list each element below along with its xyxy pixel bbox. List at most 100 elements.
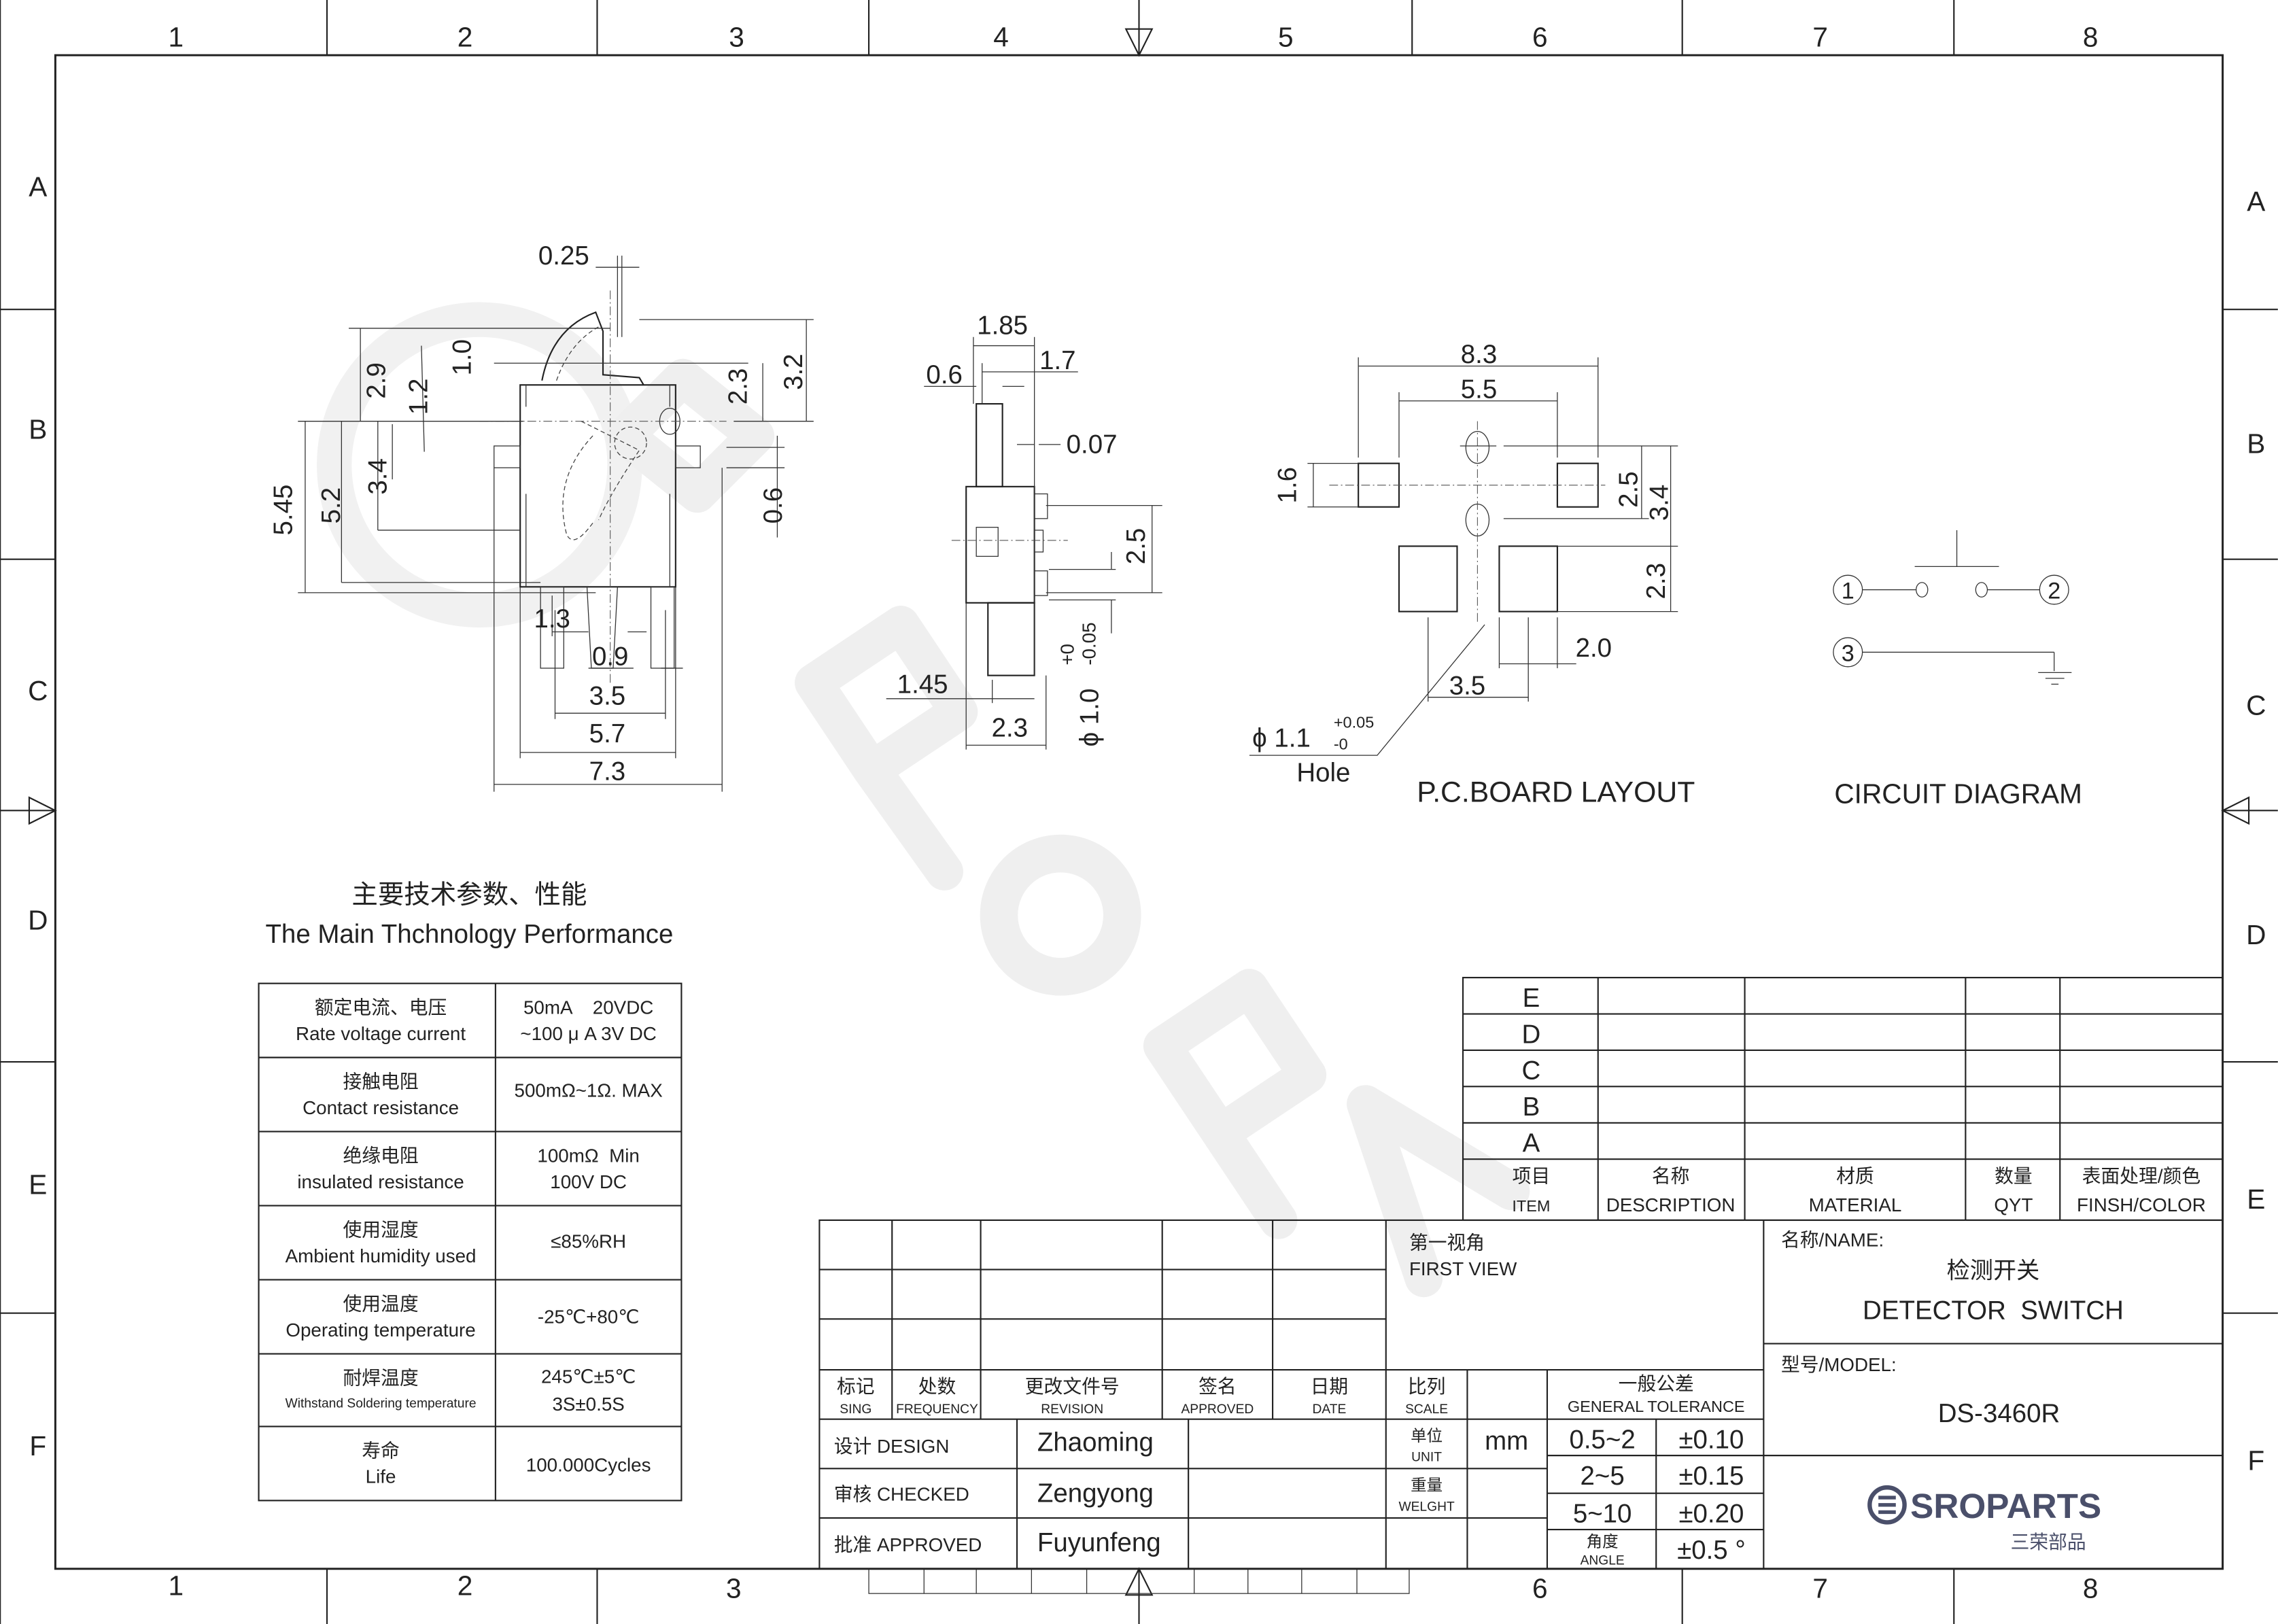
part-name-en: DETECTOR SWITCH [1863,1296,2124,1325]
rev-header-sing-cn: 标记 [837,1376,875,1397]
pin-tol-plus: +0 [1056,644,1077,666]
spec-value: 50mA 20VDC [523,997,653,1018]
zone-col-5: 5 [1278,21,1294,52]
hole-tol-plus: +0.05 [1334,714,1374,731]
header-item-cn: 项目 [1513,1165,1551,1186]
zone-labels-left: A B C D E F [28,171,48,1462]
dim-2-3-pcb: 2.3 [1642,563,1671,599]
zone-col-6: 6 [1532,21,1548,52]
header-finish-en: FINSH/COLOR [2077,1194,2206,1215]
header-item-en: ITEM [1512,1197,1550,1215]
spec-value: ≤85%RH [551,1231,626,1252]
zone-row-e-right: E [2247,1184,2265,1215]
signoff-checked-label: 审核 CHECKED [834,1483,969,1504]
circuit-pin-1: 1 [1842,578,1854,604]
parts-row-b: B [1523,1092,1540,1122]
pin-tol-minus: -0.05 [1078,622,1099,665]
rev-header-frequency-cn: 处数 [918,1376,956,1397]
dim-7-3: 7.3 [589,757,625,786]
unit-cn: 单位 [1411,1427,1443,1445]
angle-tolerance: ±0.5 ° [1677,1536,1746,1565]
zone-col-2: 2 [458,21,473,52]
spec-label-en: Operating temperature [286,1319,475,1341]
tolerance-range: 2~5 [1581,1462,1625,1491]
signoff-design-label: 设计 DESIGN [834,1436,950,1457]
dim-5-7: 5.7 [589,719,625,748]
weight-cn: 重量 [1411,1476,1443,1493]
zone-row-c: C [28,675,48,706]
circuit-diagram-title: CIRCUIT DIAGRAM [1834,778,2082,810]
spec-label-en: Rate voltage current [296,1023,466,1044]
spec-label-en: Life [366,1466,396,1487]
company-logo: SROPARTS 三荣部品 [1867,1485,2101,1553]
tolerance-range: 5~10 [1573,1499,1632,1528]
zone-row-a: A [29,171,47,202]
rev-header-frequency-en: FREQUENCY [896,1402,978,1417]
zone-col-6-bottom: 6 [1532,1573,1548,1604]
dim-2-3-end: 2.3 [992,713,1028,742]
tolerance-title-en: GENERAL TOLERANCE [1568,1398,1745,1415]
zone-labels-right: A B C D E F [2246,186,2266,1476]
specs-section: 主要技术参数、性能 The Main Thchnology Performanc… [258,880,683,1502]
side-view-drawing: 0.25 2.9 1.0 1.2 2.3 3.2 5.45 5.2 3.4 0.… [269,241,814,792]
specs-row: 额定电流、电压 Rate voltage current 50mA 20VDC … [296,997,657,1044]
specs-row: 接触电阻 Contact resistance 500mΩ~1Ω. MAX [303,1071,663,1118]
zone-row-d-right: D [2246,919,2266,950]
specs-row: 使用湿度 Ambient humidity used ≤85%RH [286,1219,626,1266]
dim-1-3: 1.3 [534,604,570,634]
dim-2-9: 2.9 [362,362,391,398]
zone-row-b: B [29,413,47,445]
tolerance-range: 0.5~2 [1569,1425,1635,1454]
model-number: DS-3460R [1938,1399,2060,1428]
dim-3-5-pcb: 3.5 [1449,671,1485,700]
hole-diameter: ϕ 1.1 [1252,723,1311,753]
dim-5-45: 5.45 [269,485,298,536]
specs-row: 绝缘电阻 insulated resistance 100mΩ Min 100V… [297,1145,639,1192]
end-view-drawing: 1.85 0.6 1.7 0.07 2.5 1.45 2.3 ϕ 1.0 +0 … [886,311,1162,750]
dim-0-6-side: 0.6 [759,487,788,523]
parts-row-d: D [1522,1020,1541,1049]
dim-8-3: 8.3 [1461,340,1497,369]
logo-text: SROPARTS [1910,1487,2101,1525]
spec-value: 245℃±5℃ [541,1366,636,1387]
zone-row-f: F [29,1430,46,1462]
tolerance-value: ±0.20 [1678,1499,1744,1528]
dim-0-07: 0.07 [1067,430,1118,460]
dim-1-85: 1.85 [977,311,1028,340]
rev-header-date-cn: 日期 [1311,1376,1349,1397]
dim-1-7: 1.7 [1039,346,1075,375]
scale-cn: 比列 [1408,1376,1446,1397]
hole-label: Hole [1296,759,1350,788]
name-label: 名称/NAME: [1781,1229,1884,1250]
dim-5-2: 5.2 [317,487,346,523]
dim-2-0: 2.0 [1576,634,1612,663]
rev-header-date-en: DATE [1313,1402,1347,1417]
parts-table: E D C B A 项目 ITEM 名称 DESCRIPTION 材质 MATE… [1462,977,2224,1222]
dim-0-9: 0.9 [592,642,628,672]
zone-row-c-right: C [2246,689,2266,721]
dim-1-45: 1.45 [897,670,948,699]
unit-en: UNIT [1411,1451,1442,1465]
angle-en: ANGLE [1581,1553,1625,1568]
angle-cn: 角度 [1587,1533,1619,1551]
specs-title-en: The Main Thchnology Performance [265,920,673,949]
dim-5-5: 5.5 [1461,375,1497,404]
dim-1-6: 1.6 [1273,467,1302,503]
part-name-cn: 检测开关 [1947,1258,2040,1283]
circuit-pin-2: 2 [2048,578,2060,604]
rev-header-approved-en: APPROVED [1181,1402,1254,1417]
tolerance-value: ±0.10 [1678,1425,1744,1454]
signoff-approved-label: 批准 APPROVED [834,1534,982,1555]
rev-header-revision-en: REVISION [1041,1402,1103,1417]
rev-header-sing-en: SING [840,1402,871,1417]
specs-row: 寿命 Life 100.000Cycles [362,1440,651,1487]
title-block: 标记 SING 处数 FREQUENCY 更改文件号 REVISION 签名 A… [818,1219,2224,1570]
dim-3-4-pcb: 3.4 [1644,485,1674,521]
dim-3-2: 3.2 [779,353,808,390]
dim-1-2: 1.2 [404,379,433,415]
parts-row-c: C [1522,1056,1541,1086]
pcb-layout-title: P.C.BOARD LAYOUT [1417,776,1695,809]
signoff-design-name: Zhaoming [1037,1428,1154,1457]
dim-3-5-side: 3.5 [589,681,625,710]
spec-value: 3S±0.5S [552,1394,624,1415]
